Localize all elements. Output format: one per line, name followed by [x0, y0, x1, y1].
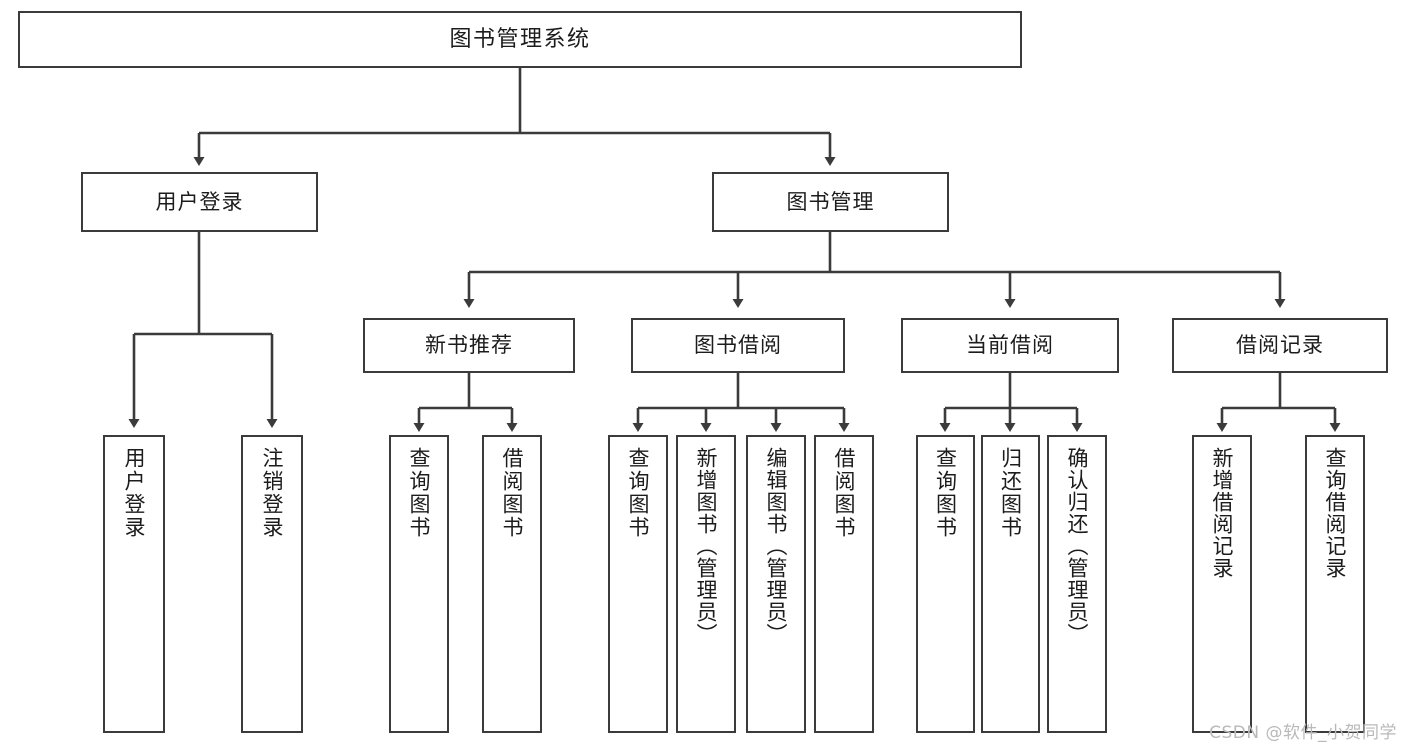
- node-label: 图书借阅: [694, 333, 782, 358]
- watermark-text: CSDN @软件_小贺同学: [1209, 723, 1397, 743]
- node-label: 归还图书: [998, 447, 1023, 539]
- leaf-user-login-logout[interactable]: 注销登录: [241, 435, 303, 733]
- node-label: 查询图书: [933, 447, 958, 539]
- leaf-book-borrow-add[interactable]: 新增图书（管理员）: [676, 435, 736, 733]
- leaf-new-book-borrow[interactable]: 借阅图书: [482, 435, 542, 733]
- node-label: 借阅图书: [500, 447, 525, 539]
- node-label: 注销登录: [260, 447, 285, 539]
- leaf-new-book-query[interactable]: 查询图书: [389, 435, 449, 733]
- leaf-current-borrow-confirm-return[interactable]: 确认归还（管理员）: [1047, 435, 1107, 733]
- node-book-management[interactable]: 图书管理: [712, 172, 949, 232]
- node-label: 借阅图书: [832, 447, 857, 539]
- node-label: 新增图书（管理员）: [694, 447, 719, 645]
- node-label: 借阅记录: [1236, 333, 1324, 358]
- node-user-login[interactable]: 用户登录: [81, 172, 318, 232]
- leaf-borrow-record-query[interactable]: 查询借阅记录: [1305, 435, 1365, 733]
- node-label: 图书管理系统: [449, 26, 591, 52]
- leaf-book-borrow-edit[interactable]: 编辑图书（管理员）: [746, 435, 806, 733]
- leaf-current-borrow-query[interactable]: 查询图书: [916, 435, 975, 733]
- node-label: 用户登录: [122, 447, 147, 539]
- node-label: 用户登录: [155, 189, 244, 214]
- leaf-borrow-record-add[interactable]: 新增借阅记录: [1192, 435, 1252, 733]
- leaf-user-login-login[interactable]: 用户登录: [103, 435, 165, 733]
- node-label: 编辑图书（管理员）: [764, 447, 789, 645]
- node-label: 新增借阅记录: [1210, 447, 1235, 579]
- leaf-book-borrow-query[interactable]: 查询图书: [608, 435, 668, 733]
- node-label: 新书推荐: [425, 333, 513, 358]
- node-book-borrow[interactable]: 图书借阅: [631, 318, 845, 373]
- node-label: 查询借阅记录: [1323, 447, 1348, 579]
- node-label: 图书管理: [786, 189, 875, 214]
- leaf-current-borrow-return[interactable]: 归还图书: [981, 435, 1040, 733]
- node-new-book-recommend[interactable]: 新书推荐: [363, 318, 575, 373]
- leaf-book-borrow-borrow[interactable]: 借阅图书: [814, 435, 874, 733]
- node-label: 当前借阅: [966, 333, 1054, 358]
- node-borrow-record[interactable]: 借阅记录: [1172, 318, 1388, 373]
- node-label: 查询图书: [407, 447, 432, 539]
- node-label: 确认归还（管理员）: [1065, 447, 1090, 645]
- node-label: 查询图书: [626, 447, 651, 539]
- node-current-borrow[interactable]: 当前借阅: [901, 318, 1119, 373]
- node-root-system[interactable]: 图书管理系统: [18, 11, 1022, 68]
